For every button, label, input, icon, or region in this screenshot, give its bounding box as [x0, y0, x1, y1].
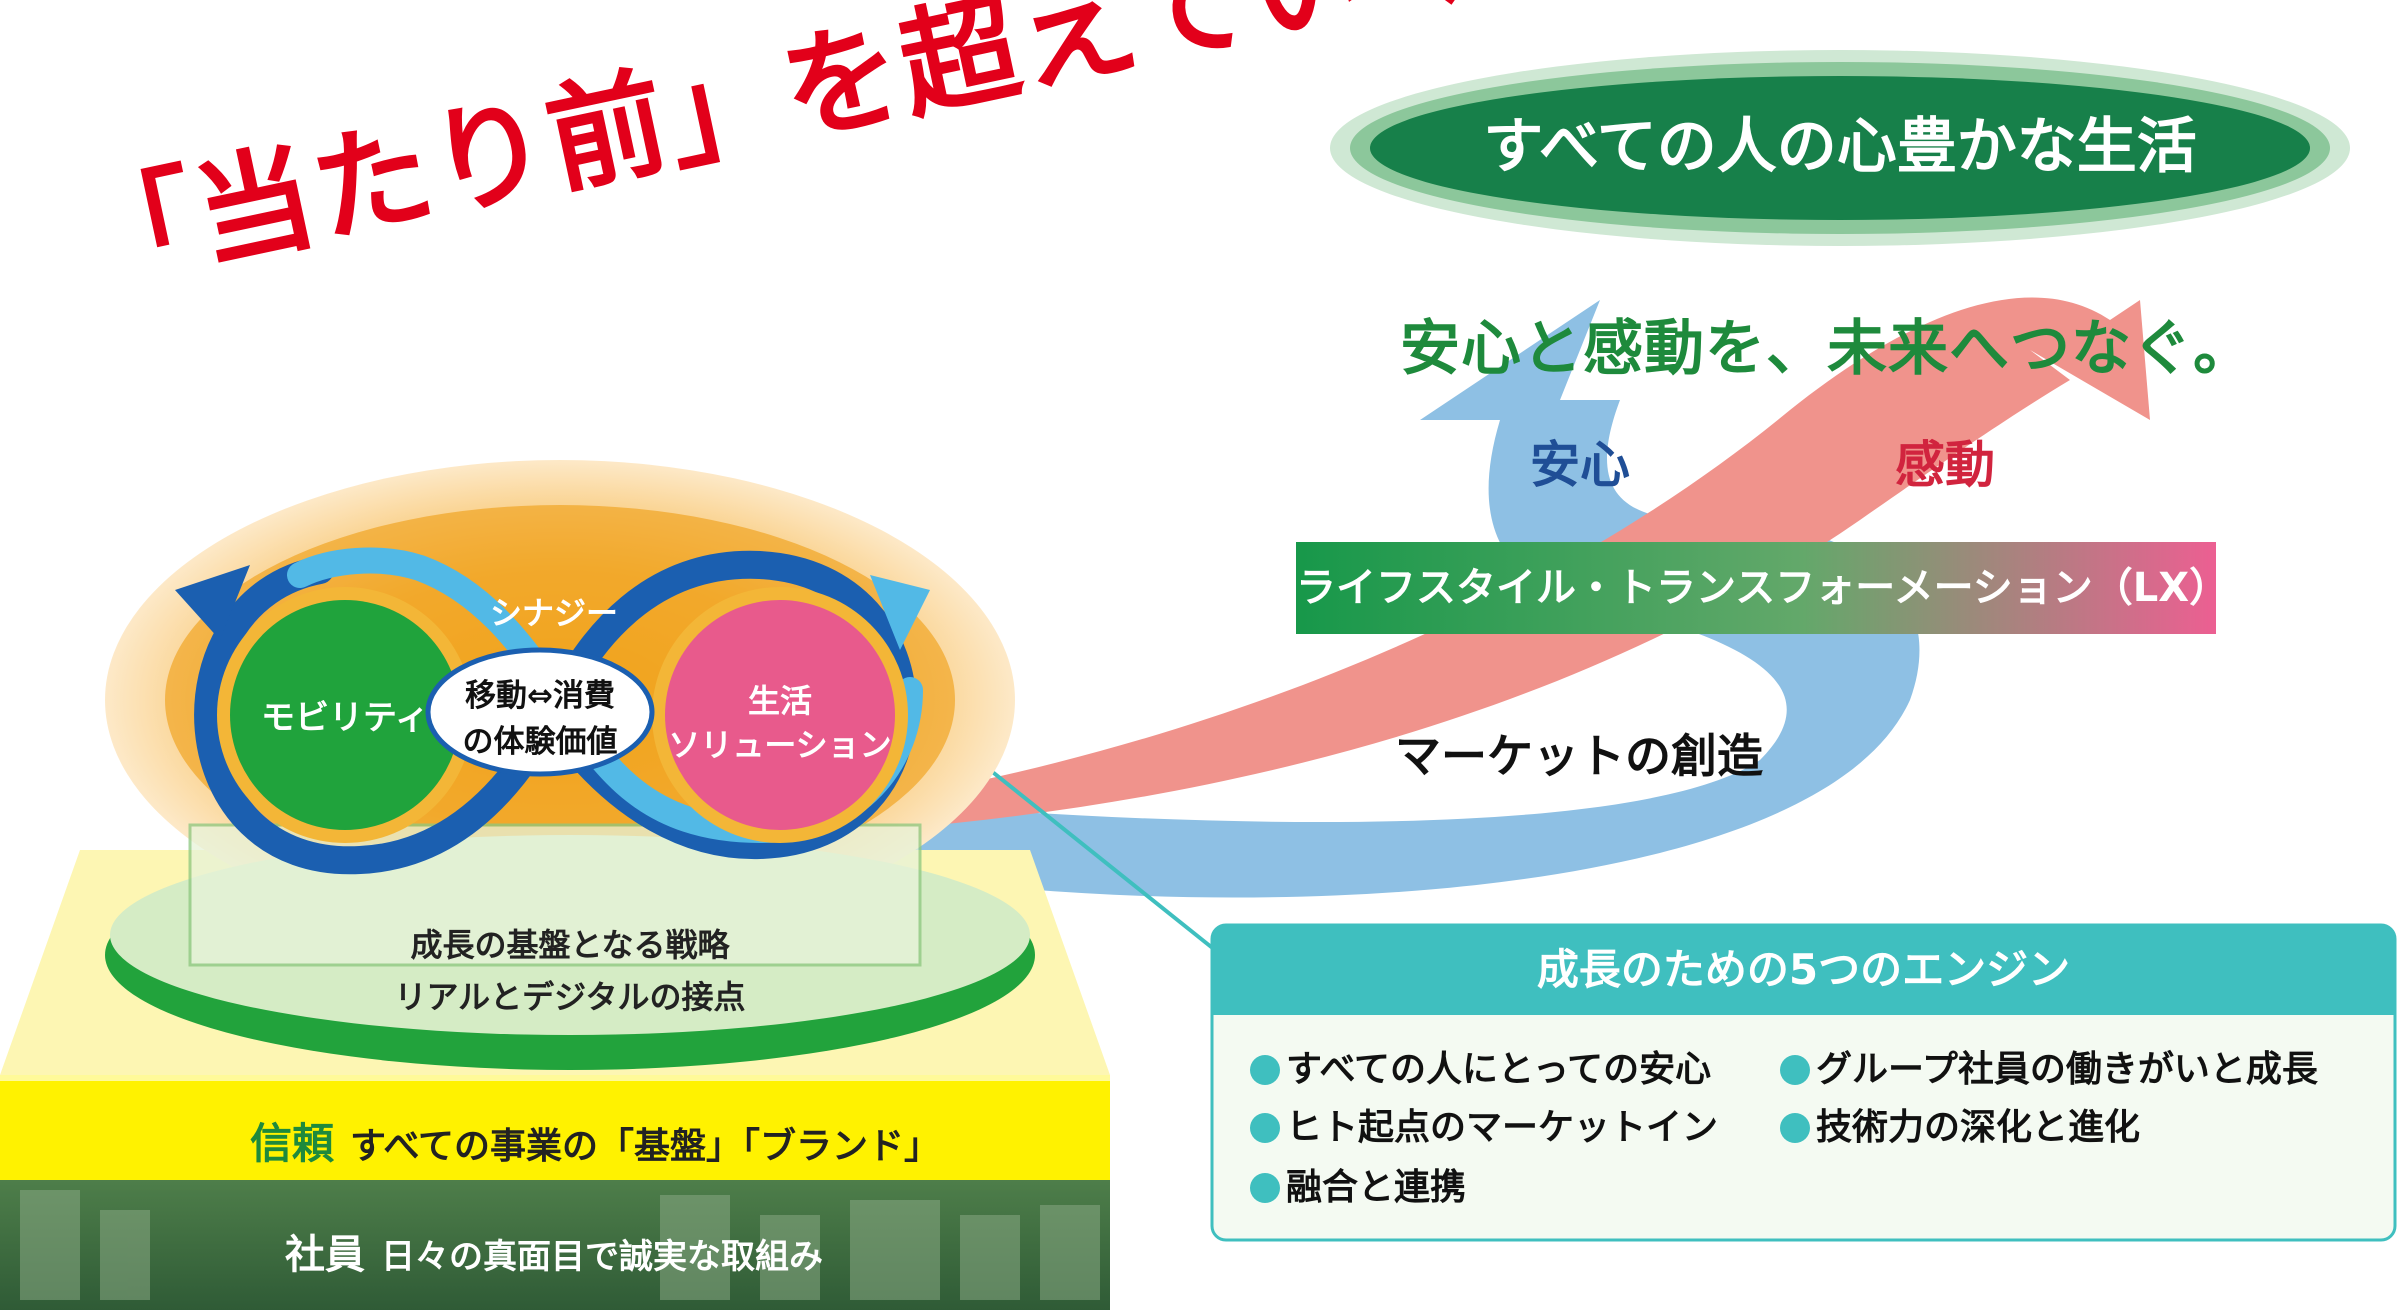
infinity-loop-blue — [194, 550, 917, 875]
mobility-label: モビリティ — [261, 698, 429, 738]
engine-item: グループ社員の働きがいと成長 — [1780, 1040, 2318, 1092]
lx-label: ライフスタイル・トランスフォーメーション（LX） — [1296, 565, 2230, 611]
bullet-dot-icon — [1250, 1055, 1280, 1085]
employees-text: 日々の真面目で誠実な取組み — [381, 1237, 823, 1277]
employees-row: 社員日々の真面目で誠実な取組み — [285, 1222, 823, 1280]
synergy-label: シナジー — [490, 594, 619, 632]
goal-ellipse-inner — [1370, 76, 2310, 220]
life-solution-line2: ソリューション — [668, 726, 892, 764]
market-creation-label: マーケットの創造 — [1395, 729, 1763, 783]
trust-label: 信頼 — [250, 1119, 335, 1168]
trust-text: すべての事業の「基盤」「ブランド」 — [350, 1126, 941, 1167]
bullet-dot-icon — [1250, 1173, 1280, 1203]
strategy-line2: リアルとデジタルの接点 — [394, 978, 746, 1016]
bullet-dot-icon — [1780, 1113, 1810, 1143]
city-buildings — [20, 1190, 1100, 1300]
life-solution-circle — [665, 600, 895, 830]
lx-bar — [1296, 542, 2216, 634]
trust-layer-band — [0, 1075, 1110, 1180]
center-value-line2: の体験価値 — [462, 724, 618, 760]
life-solution-line1: 生活 — [747, 682, 812, 720]
bullet-dot-icon — [1250, 1113, 1280, 1143]
employees-label: 社員 — [285, 1232, 365, 1278]
loop-arrowhead-left — [175, 565, 250, 640]
center-value-line1: 移動⇔消費 — [465, 678, 615, 714]
engine-item: 融合と連携 — [1250, 1158, 1466, 1210]
pink-arrow — [880, 297, 2150, 830]
center-value-pill — [425, 647, 655, 777]
strategy-line1: 成長の基盤となる戦略 — [410, 926, 730, 964]
bullet-dot-icon — [1780, 1055, 1810, 1085]
trust-row: 信頼すべての事業の「基盤」「ブランド」 — [250, 1110, 940, 1171]
connector-line — [988, 768, 1217, 952]
anshin-label: 安心 — [1530, 436, 1630, 494]
loop-arrowhead-right — [870, 575, 930, 650]
engine-item: ヒト起点のマーケットイン — [1250, 1098, 1718, 1150]
mobility-circle — [230, 600, 460, 830]
tagline: 安心と感動を、未来へつなぐ。 — [1400, 314, 2254, 384]
engine-item: 技術力の深化と進化 — [1780, 1098, 2140, 1150]
kandou-label: 感動 — [1895, 436, 1995, 494]
engines-title-bar — [1212, 925, 2395, 1015]
goal-text: すべての人の心豊かな生活 — [1483, 112, 2197, 182]
engines-title: 成長のための5つのエンジン — [1536, 945, 2071, 994]
engine-item: すべての人にとっての安心 — [1250, 1040, 1711, 1092]
